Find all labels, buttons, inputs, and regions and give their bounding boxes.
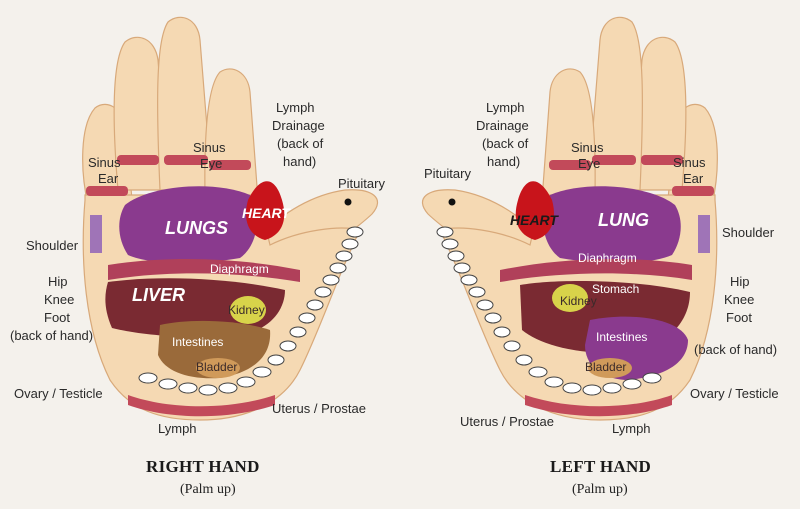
right-intestines-shape <box>158 320 271 379</box>
right-label-sinus-2: Sinus <box>193 140 226 155</box>
left-organ-intestines: Intestines <box>596 330 648 344</box>
right-shoulder-zone <box>90 215 102 253</box>
left-band-ring <box>641 155 683 165</box>
right-organ-lungs: LUNGS <box>165 218 228 238</box>
left-organ-stomach: Stomach <box>592 282 640 296</box>
right-band-ring <box>117 155 159 165</box>
left-band-pinky <box>672 186 714 196</box>
left-shoulder-zone <box>698 215 710 253</box>
left-label-hip: Hip <box>730 274 750 289</box>
right-label-lymph-drainage-3: (back of <box>277 136 324 151</box>
left-bladder-shape <box>588 358 632 378</box>
right-index <box>204 68 259 201</box>
right-hand <box>82 16 378 421</box>
left-lung-shape <box>543 186 681 263</box>
right-kidney-shape <box>230 296 266 324</box>
left-ring <box>631 36 687 191</box>
right-label-lymph: Lymph <box>158 421 197 436</box>
right-organ-intestines: Intestines <box>172 335 224 349</box>
right-organ-diaphragm: Diaphragm <box>210 262 269 276</box>
right-band-index <box>209 160 251 170</box>
right-lungs-shape <box>119 186 257 263</box>
right-organ-heart: HEART <box>242 205 290 221</box>
right-middle <box>157 16 213 191</box>
right-label-pituitary: Pituitary <box>338 176 385 191</box>
right-label-shoulder: Shoulder <box>26 238 79 253</box>
right-organ-bladder: Bladder <box>196 360 238 374</box>
right-hand-subtitle: (Palm up) <box>180 482 236 497</box>
right-label-lymph-drainage-2: Drainage <box>272 118 325 133</box>
right-spine <box>138 226 364 396</box>
left-label-foot: Foot <box>726 310 753 325</box>
right-label-ear: Ear <box>98 171 119 186</box>
right-label-knee: Knee <box>44 292 75 307</box>
left-spine <box>436 226 662 396</box>
left-heart-shape <box>515 181 555 240</box>
right-heart-shape <box>245 181 285 240</box>
right-organ-kidney: Kidney <box>228 303 265 317</box>
right-label-back-of-hand: (back of hand) <box>10 328 94 343</box>
left-middle <box>587 16 643 191</box>
right-label-hip: Hip <box>48 274 68 289</box>
right-bladder-shape <box>196 358 240 378</box>
right-label-uterus: Uterus / Prostae <box>272 401 366 416</box>
right-organ-liver: LIVER <box>132 285 186 305</box>
right-pituitary-dot <box>344 198 352 206</box>
left-lymph-band <box>525 395 672 417</box>
left-label-lymph-drainage-4: hand) <box>487 154 521 169</box>
right-ring <box>113 36 169 191</box>
left-label-back-of-hand: (back of hand) <box>694 342 778 357</box>
right-label-eye: Eye <box>200 156 223 171</box>
left-hand-title: LEFT HAND <box>550 457 652 476</box>
right-lymph-band <box>128 395 275 417</box>
left-organ-kidney: Kidney <box>560 294 597 308</box>
left-label-ovary: Ovary / Testicle <box>690 386 779 401</box>
left-pituitary-dot <box>448 198 456 206</box>
left-label-shoulder: Shoulder <box>722 225 775 240</box>
left-label-lymph-drainage-2: Drainage <box>476 118 529 133</box>
left-label-sinus: Sinus <box>673 155 706 170</box>
left-diaphragm-shape <box>500 258 692 282</box>
left-label-lymph-drainage-1: Lymph <box>486 100 525 115</box>
left-label-eye: Eye <box>578 156 601 171</box>
right-label-ovary: Ovary / Testicle <box>14 386 103 401</box>
right-label-sinus: Sinus <box>88 155 121 170</box>
left-organ-diaphragm: Diaphragm <box>578 251 637 265</box>
left-label-lymph-drainage-3: (back of <box>482 136 529 151</box>
left-label-lymph: Lymph <box>612 421 651 436</box>
left-hand-subtitle: (Palm up) <box>572 482 628 497</box>
left-band-middle <box>592 155 636 165</box>
right-label-foot: Foot <box>44 310 71 325</box>
left-label-pituitary: Pituitary <box>424 166 471 181</box>
left-label-uterus: Uterus / Prostae <box>460 414 554 429</box>
left-organ-bladder: Bladder <box>585 360 627 374</box>
right-hand-title: RIGHT HAND <box>146 457 260 476</box>
left-organ-heart: HEART <box>510 212 558 228</box>
right-band-middle <box>164 155 208 165</box>
left-organ-lung: LUNG <box>598 210 649 230</box>
left-label-knee: Knee <box>724 292 755 307</box>
left-label-sinus-2: Sinus <box>571 140 604 155</box>
left-kidney-shape <box>552 284 588 312</box>
right-label-lymph-drainage-4: hand) <box>283 154 317 169</box>
left-hand <box>422 16 718 421</box>
right-band-pinky <box>86 186 128 196</box>
right-diaphragm-shape <box>108 258 300 282</box>
right-label-lymph-drainage-1: Lymph <box>276 100 315 115</box>
left-index <box>541 68 596 201</box>
left-label-ear: Ear <box>683 171 704 186</box>
left-band-index <box>549 160 591 170</box>
